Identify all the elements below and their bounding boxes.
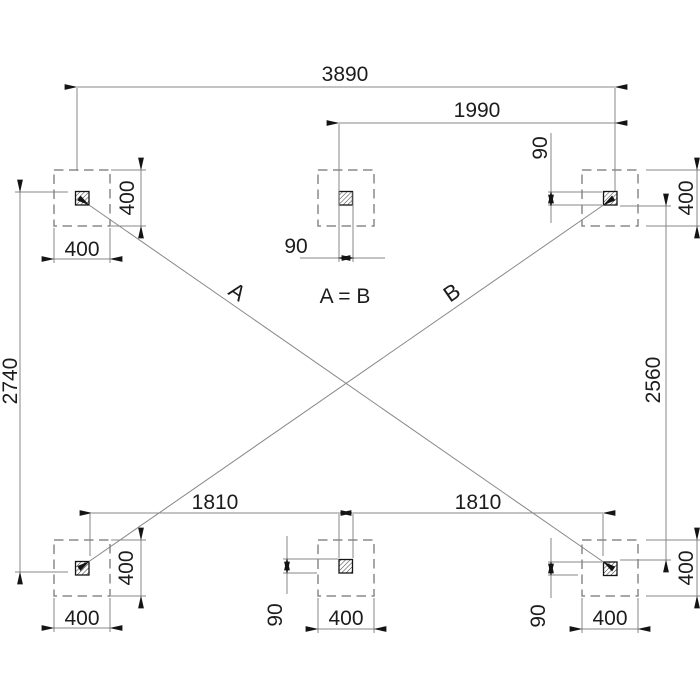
pile-bottom-center <box>338 558 354 574</box>
dim-label-lower-right-span: 1810 <box>455 491 502 514</box>
labels: 3890 1990 2740 2560 1810 1810 400 400 90… <box>0 63 698 630</box>
dim-label-right-height: 2560 <box>642 357 665 404</box>
pile-bottom-right <box>602 561 618 577</box>
dim-label-left-height: 2740 <box>0 358 22 405</box>
dim-label-bl-pad-height: 400 <box>115 550 138 585</box>
dim-label-br-pile-height: 90 <box>527 604 550 627</box>
dim-label-upper-right-span: 1990 <box>454 99 501 122</box>
dim-label-tl-pad-width: 400 <box>64 238 99 261</box>
dim-label-bc-pile-height: 90 <box>264 603 287 626</box>
dim-label-overall-width: 3890 <box>322 63 369 86</box>
dim-label-tc-pile-width: 90 <box>284 235 307 258</box>
pile-top-right <box>602 190 618 206</box>
dim-label-lower-left-span: 1810 <box>192 491 239 514</box>
dim-label-tr-pile-height: 90 <box>529 136 552 159</box>
dim-label-br-pad-height: 400 <box>675 550 698 585</box>
pile-top-left <box>74 190 90 206</box>
dimension-lines <box>17 84 700 632</box>
dim-label-br-pad-width: 400 <box>592 607 627 630</box>
pile-top-center <box>338 190 354 206</box>
diagonal-b-label: B <box>439 278 465 307</box>
dim-label-tr-pad-height: 400 <box>675 180 698 215</box>
dim-label-bl-pad-width: 400 <box>64 607 99 630</box>
diagonal-braces <box>77 195 616 572</box>
equality-note: A = B <box>320 285 371 308</box>
dim-label-bc-pad-width: 400 <box>328 607 363 630</box>
pile-bottom-left <box>74 560 90 576</box>
diagonal-b-line <box>77 195 616 571</box>
dim-label-tl-pad-height: 400 <box>116 180 139 215</box>
